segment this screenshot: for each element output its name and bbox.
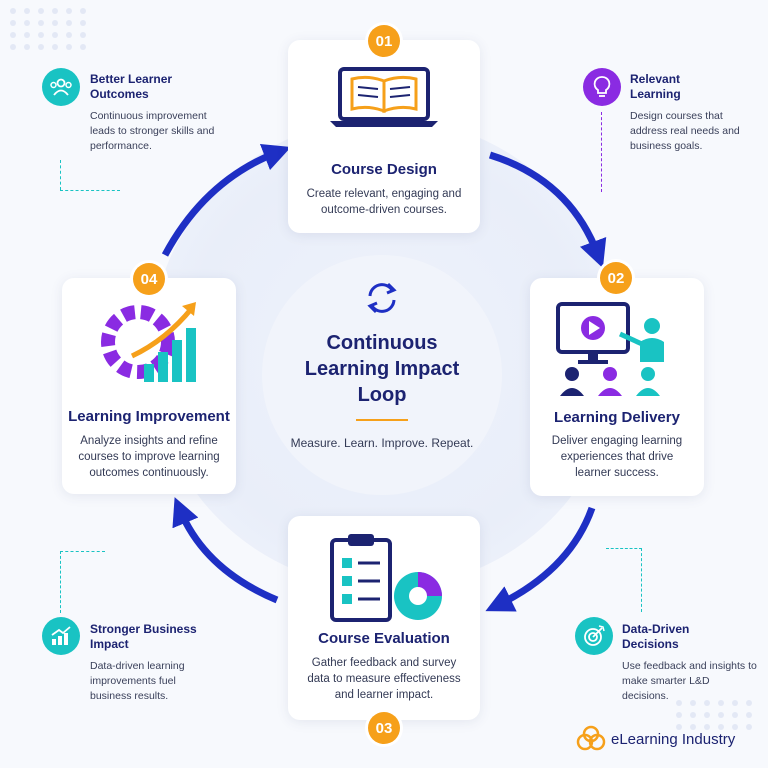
decorative-dots-bottom-right [676, 700, 754, 730]
outcome-description: Data-driven learning improvements fuel b… [90, 660, 185, 702]
people-group-icon [42, 68, 80, 106]
connector-line [601, 112, 602, 192]
step-number-badge: 02 [600, 262, 632, 294]
step-title: Learning Delivery [554, 409, 680, 426]
elearning-industry-logo-icon [576, 725, 606, 751]
clipboard-chart-icon [330, 534, 442, 622]
outcome-title: Stronger Business Impact [90, 622, 197, 651]
step-description: Deliver engaging learning experiences th… [551, 435, 683, 479]
connector-line [606, 548, 642, 549]
step-card-learning-delivery: Learning Delivery Deliver engaging learn… [530, 278, 704, 496]
outcome-description: Continuous improvement leads to stronger… [90, 110, 215, 152]
refresh-cycle-icon [367, 282, 397, 314]
step-number-badge: 01 [368, 25, 400, 57]
connector-line [60, 551, 61, 613]
step-description: Analyze insights and refine courses to i… [78, 435, 220, 479]
connector-line [60, 160, 61, 190]
connector-line [60, 551, 105, 552]
step-title: Course Design [331, 161, 437, 178]
step-number-badge: 04 [133, 263, 165, 295]
decorative-dots-top-left [10, 8, 88, 50]
center-disc [262, 255, 502, 495]
arrow-evaluation-to-improvement [172, 497, 279, 604]
connector-line [60, 190, 120, 191]
center-divider [356, 419, 408, 421]
connector-line [641, 548, 642, 612]
center-title: Continuous Learning Impact Loop [304, 332, 460, 406]
step-title: Learning Improvement [68, 408, 230, 425]
lightbulb-icon [583, 68, 621, 106]
laptop-book-icon [330, 67, 438, 127]
outcome-title: Data-Driven Decisions [622, 622, 690, 651]
center-subtitle: Measure. Learn. Improve. Repeat. [290, 436, 474, 450]
step-description: Create relevant, engaging and outcome-dr… [306, 188, 462, 216]
step-title: Course Evaluation [318, 630, 450, 647]
bar-growth-icon [42, 617, 80, 655]
target-icon [575, 617, 613, 655]
presentation-video-icon [556, 302, 664, 396]
arrow-design-to-delivery [488, 151, 607, 269]
step-description: Gather feedback and survey data to measu… [307, 657, 461, 701]
step-card-course-design: Course Design Create relevant, engaging … [288, 40, 480, 233]
gear-growth-icon [101, 302, 196, 382]
brand-name: eLearning Industry [611, 731, 736, 748]
step-card-course-evaluation: Course Evaluation Gather feedback and su… [288, 516, 480, 720]
outcome-description: Use feedback and insights to make smarte… [622, 660, 757, 702]
outcome-description: Design courses that address real needs a… [630, 110, 740, 152]
outcome-title: Better Learner Outcomes [90, 72, 173, 101]
arrow-delivery-to-evaluation [485, 506, 596, 612]
step-card-learning-improvement: Learning Improvement Analyze insights an… [62, 278, 236, 494]
arrow-improvement-to-design [161, 143, 292, 257]
outcome-title: Relevant Learning [630, 72, 681, 101]
step-number-badge: 03 [368, 712, 400, 744]
